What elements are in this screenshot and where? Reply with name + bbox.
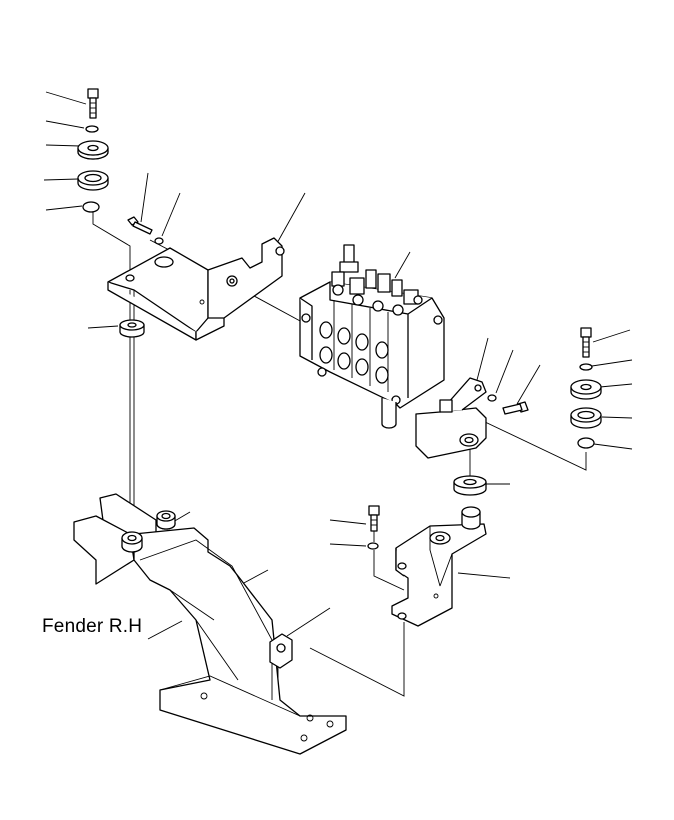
lower-right-bracket	[367, 505, 487, 627]
right-valve-bracket	[415, 377, 529, 459]
leader-line	[601, 416, 633, 419]
leader-line	[495, 349, 514, 394]
spacer-icon	[119, 319, 145, 338]
leader-line	[599, 383, 633, 388]
leader-line	[593, 443, 633, 450]
lock-washer-icon	[579, 363, 593, 371]
lock-washer-icon	[85, 125, 99, 133]
leader-line	[394, 251, 411, 279]
washer-icon	[367, 542, 379, 550]
leader-line	[172, 511, 191, 523]
control-valve	[299, 244, 445, 429]
fender-support-frame	[73, 493, 347, 755]
mount-rubber-icon	[77, 170, 109, 191]
mount-rubber-icon	[77, 140, 109, 160]
o-ring-icon	[577, 437, 595, 449]
leader-line	[45, 120, 85, 129]
leader-line	[43, 178, 79, 181]
mount-rubber-icon	[570, 407, 602, 429]
upper-left-bracket	[107, 216, 285, 341]
leader-line	[45, 205, 83, 211]
spacer-icon	[453, 475, 487, 496]
leader-line	[591, 359, 633, 367]
leader-line	[476, 337, 489, 381]
leader-line	[140, 172, 149, 223]
leader-line	[286, 607, 331, 637]
fender-rh-label: Fender R.H	[42, 616, 143, 637]
leader-line	[87, 325, 119, 329]
bolt-icon	[368, 505, 380, 532]
leader-line	[161, 192, 181, 237]
leader-lines	[43, 91, 633, 640]
washer-icon	[487, 394, 497, 402]
bolt-icon	[87, 88, 99, 119]
bolt-icon	[127, 216, 153, 235]
washer-icon	[154, 237, 164, 245]
left-fastener-stack	[77, 88, 109, 213]
mount-rubber-icon	[570, 379, 602, 400]
leader-line	[45, 91, 87, 105]
right-fastener-stack	[570, 327, 602, 449]
leader-line	[147, 620, 183, 640]
leader-line	[516, 364, 541, 405]
o-ring-icon	[82, 201, 100, 213]
leader-line	[275, 192, 306, 246]
leader-line	[329, 519, 367, 525]
leader-line	[329, 543, 367, 547]
leader-line	[45, 144, 81, 147]
leader-line	[457, 572, 511, 579]
leader-line	[241, 569, 269, 585]
bolt-icon	[580, 327, 592, 358]
leader-line	[592, 329, 631, 343]
bolt-icon	[502, 401, 529, 415]
